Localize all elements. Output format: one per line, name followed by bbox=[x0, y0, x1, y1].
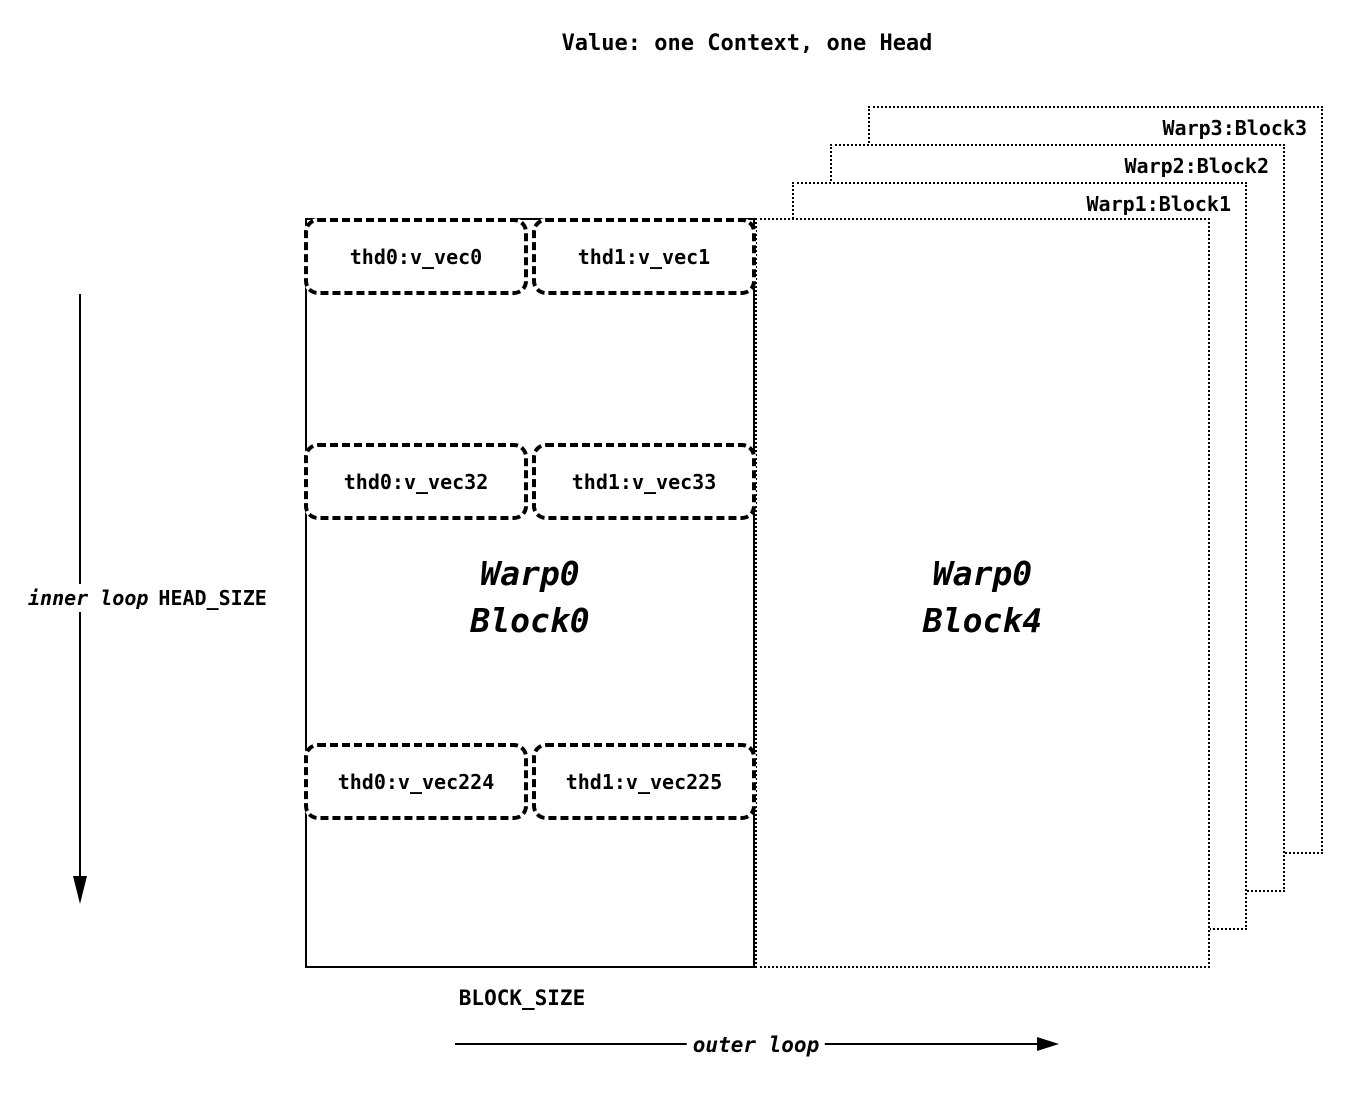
outer-loop-label: outer loop bbox=[686, 1033, 826, 1057]
thread-vector-box-thd0-vvec0: thd0:v_vec0 bbox=[304, 218, 528, 295]
warp0-block0-label-line1: Warp0 bbox=[480, 554, 580, 593]
thread-vector-box-thd1-vvec225: thd1:v_vec225 bbox=[532, 743, 756, 820]
block-warp0-block4: Warp0 Block4 bbox=[755, 218, 1210, 968]
thread-vector-box-thd1-vvec33: thd1:v_vec33 bbox=[532, 443, 756, 520]
thread-vector-box-thd1-vvec1: thd1:v_vec1 bbox=[532, 218, 756, 295]
warp1-block1-label: Warp1:Block1 bbox=[1084, 192, 1233, 216]
thd-label: thd1:v_vec33 bbox=[571, 469, 717, 494]
inner-loop-label: inner loop bbox=[28, 586, 149, 610]
block-size-label: BLOCK_SIZE bbox=[458, 986, 586, 1010]
warp3-block3-label: Warp3:Block3 bbox=[1160, 116, 1309, 140]
warp0-block4-label-line1: Warp0 bbox=[932, 554, 1033, 593]
thd-label: thd0:v_vec32 bbox=[343, 469, 489, 494]
thd-label: thd0:v_vec0 bbox=[349, 244, 483, 269]
thd-label: thd1:v_vec225 bbox=[565, 769, 723, 794]
thread-vector-box-thd0-vvec32: thd0:v_vec32 bbox=[304, 443, 528, 520]
thd-label: thd0:v_vec224 bbox=[337, 769, 495, 794]
inner-loop-head-size-label: inner loop HEAD_SIZE bbox=[24, 584, 271, 612]
thread-vector-box-thd0-vvec224: thd0:v_vec224 bbox=[304, 743, 528, 820]
warp0-block0-label: Warp0 Block0 bbox=[307, 550, 753, 644]
head-size-label: HEAD_SIZE bbox=[158, 586, 267, 610]
warp0-block4-label-line2: Block4 bbox=[922, 601, 1043, 640]
warp0-block4-label: Warp0 Block4 bbox=[757, 550, 1208, 644]
warp0-block0-label-line2: Block0 bbox=[470, 601, 590, 640]
diagram-title: Value: one Context, one Head bbox=[561, 31, 933, 56]
thread-vector-row-0: thd0:v_vec0 thd1:v_vec1 bbox=[304, 218, 756, 295]
thd-label: thd1:v_vec1 bbox=[577, 244, 711, 269]
thread-vector-row-1: thd0:v_vec32 thd1:v_vec33 bbox=[304, 443, 756, 520]
warp2-block2-label: Warp2:Block2 bbox=[1122, 154, 1271, 178]
block-warp0-block0: thd0:v_vec0 thd1:v_vec1 thd0:v_vec32 thd… bbox=[304, 218, 756, 968]
thread-vector-row-2: thd0:v_vec224 thd1:v_vec225 bbox=[304, 743, 756, 820]
